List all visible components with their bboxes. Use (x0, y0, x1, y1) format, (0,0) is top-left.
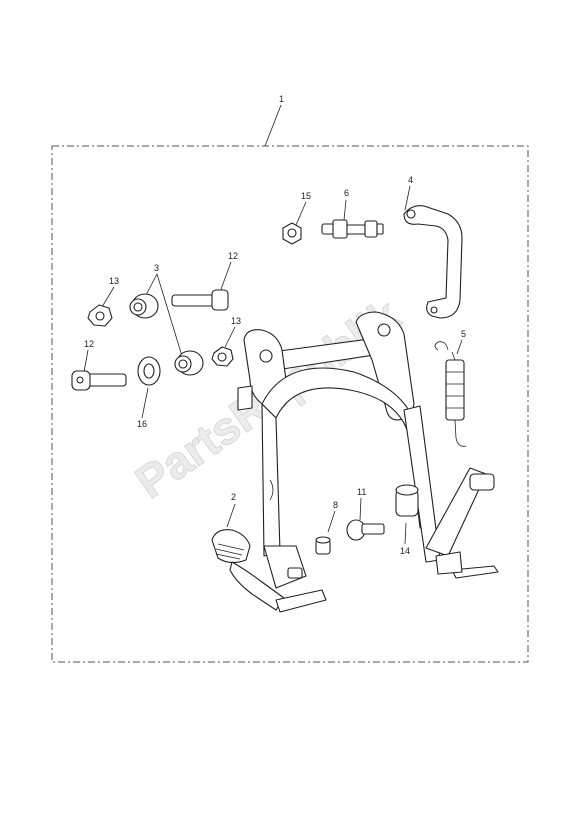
pivot-bolt-6 (321, 219, 384, 239)
kit-frame (51, 145, 529, 663)
stop-bolt-11 (346, 519, 385, 541)
callout-12-upper: 12 (228, 251, 238, 261)
callout-4: 4 (408, 175, 413, 185)
main-stand-2 (211, 311, 499, 613)
bush-3-upper (129, 293, 159, 319)
callout-11: 11 (357, 487, 366, 497)
stop-rubber-8 (315, 536, 331, 555)
callout-2: 2 (231, 492, 236, 502)
callout-8: 8 (333, 500, 338, 510)
washer-16 (137, 356, 161, 386)
nut-13-left (87, 304, 113, 327)
spring-5 (434, 341, 467, 447)
callout-13-left: 13 (109, 276, 119, 286)
bracket-4 (403, 205, 463, 319)
callout-12-lower: 12 (84, 339, 94, 349)
callout-3: 3 (154, 263, 159, 273)
bolt-12-upper (171, 289, 229, 311)
buffer-14 (395, 484, 419, 517)
callout-1: 1 (279, 94, 284, 104)
nut-13-right (211, 346, 234, 367)
callout-13-right: 13 (231, 316, 241, 326)
callouts: 1 2 3 4 5 6 8 11 12 12 13 13 14 15 16 (84, 94, 466, 556)
callout-16: 16 (137, 419, 147, 429)
nut-15 (282, 222, 302, 245)
callout-6: 6 (344, 188, 349, 198)
callout-5: 5 (461, 329, 466, 339)
bush-3-lower (174, 350, 204, 376)
callout-14: 14 (400, 546, 410, 556)
leader-lines (83, 104, 463, 545)
bolt-12-lower (71, 370, 127, 391)
callout-15: 15 (301, 191, 311, 201)
